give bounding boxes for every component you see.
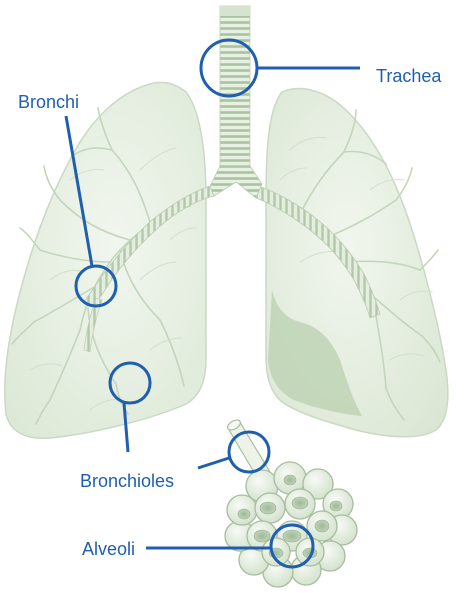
alveoli-label: Alveoli xyxy=(82,539,135,559)
bronchioles-alveoli-callout-line xyxy=(198,458,229,468)
right-lung xyxy=(256,89,448,437)
bronchioles-label: Bronchioles xyxy=(80,471,174,491)
carina xyxy=(210,166,262,198)
trachea-label: Trachea xyxy=(376,66,442,86)
trachea xyxy=(210,6,262,198)
alveoli-cluster xyxy=(225,418,357,587)
trachea-tube xyxy=(220,6,250,170)
bronchi-label: Bronchi xyxy=(18,92,79,112)
